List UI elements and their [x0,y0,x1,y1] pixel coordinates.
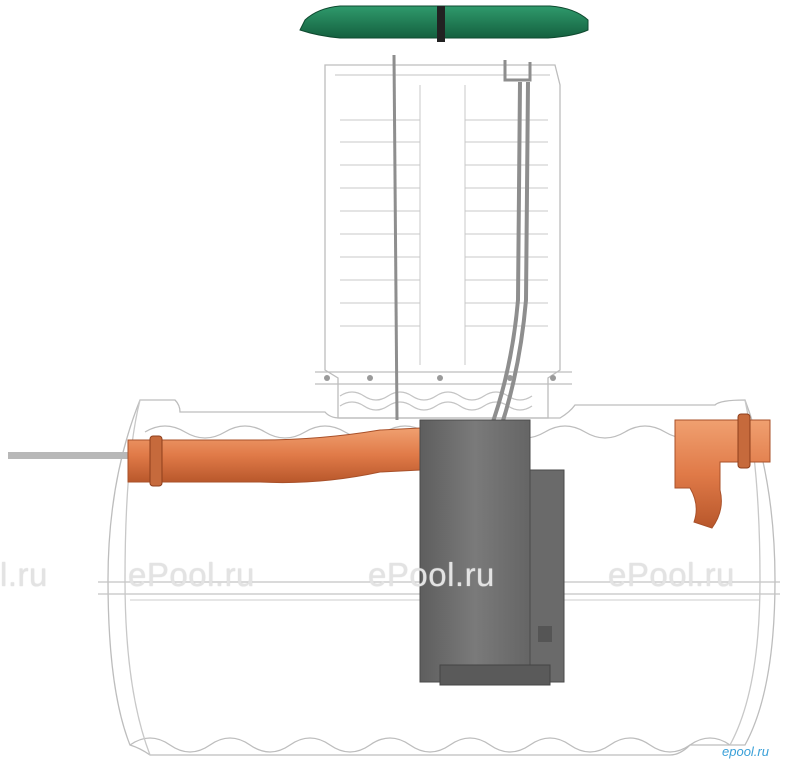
watermark-3: ePool.ru [368,556,495,593]
watermark-1: l.ru [0,556,48,593]
inlet-pipe [8,427,421,487]
tank-neck [315,64,572,419]
corner-logo: epool.ru [722,744,769,759]
tank-lid [299,5,589,42]
filter-block [419,419,565,686]
neck-clips [324,375,556,381]
vertical-rods [392,54,532,431]
outlet-pipe [674,413,771,529]
watermark-4: ePool.ru [608,556,735,593]
neck-ribs [340,85,548,365]
watermark-2: ePool.ru [128,556,255,593]
